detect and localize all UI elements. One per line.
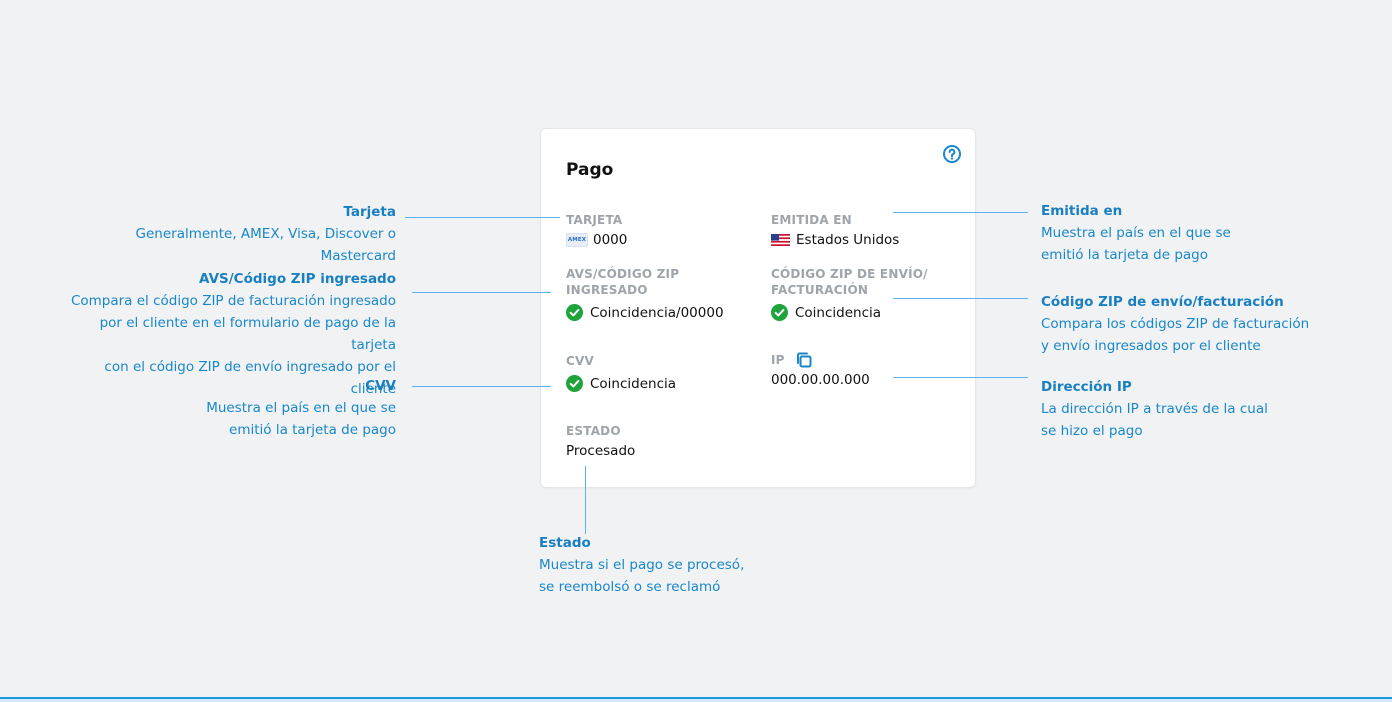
us-flag-icon bbox=[771, 234, 790, 246]
field-zip: CÓDIGO ZIP DE ENVÍO/ FACTURACIÓN Coincid… bbox=[771, 266, 951, 321]
annotation-desc: emitió la tarjeta de pago bbox=[229, 422, 396, 438]
annotation-tarjeta: Tarjeta Generalmente, AMEX, Visa, Discov… bbox=[56, 201, 396, 267]
field-label-zip: CÓDIGO ZIP DE ENVÍO/ FACTURACIÓN bbox=[771, 267, 928, 297]
annotation-desc: Generalmente, AMEX, Visa, Discover o Mas… bbox=[135, 226, 396, 264]
card-title: Pago bbox=[566, 160, 614, 180]
field-estado: ESTADO Procesado bbox=[566, 423, 746, 459]
annotation-title: Estado bbox=[539, 535, 591, 551]
field-value-ip: 000.00.00.000 bbox=[771, 372, 870, 388]
annotation-ip: Dirección IP La dirección IP a través de… bbox=[1041, 376, 1371, 442]
help-circle-icon[interactable] bbox=[942, 144, 962, 164]
field-ip: IP 000.00.00.000 bbox=[771, 351, 951, 388]
field-label-cvv: CVV bbox=[566, 354, 594, 368]
annotation-desc: se hizo el pago bbox=[1041, 423, 1143, 439]
annotation-desc: Muestra el país en el que se bbox=[1041, 225, 1231, 241]
annotation-desc: Muestra el país en el que se bbox=[206, 400, 396, 416]
connector-zip bbox=[893, 298, 1028, 299]
field-value-emitida: Estados Unidos bbox=[796, 232, 900, 248]
annotation-title: CVV bbox=[365, 378, 396, 394]
annotation-desc: y envío ingresados por el cliente bbox=[1041, 338, 1261, 354]
field-label-avs: AVS/CÓDIGO ZIP INGRESADO bbox=[566, 267, 680, 297]
annotation-desc: Compara el código ZIP de facturación ing… bbox=[70, 293, 396, 309]
annotation-desc: se reembolsó o se reclamó bbox=[539, 579, 721, 595]
copy-icon[interactable] bbox=[795, 351, 813, 369]
annotation-zip: Código ZIP de envío/facturación Compara … bbox=[1041, 291, 1386, 357]
connector-estado bbox=[585, 466, 586, 534]
field-value-tarjeta: 0000 bbox=[593, 232, 628, 248]
annotation-title: Emitida en bbox=[1041, 203, 1123, 219]
amex-card-icon: AMEX bbox=[566, 233, 588, 247]
field-cvv: CVV Coincidencia bbox=[566, 353, 746, 392]
field-avs: AVS/CÓDIGO ZIP INGRESADO Coincidencia/00… bbox=[566, 266, 746, 321]
annotation-desc: emitió la tarjeta de pago bbox=[1041, 247, 1208, 263]
field-value-avs: Coincidencia/00000 bbox=[590, 304, 724, 321]
annotation-cvv: CVV Muestra el país en el que se emitió … bbox=[56, 375, 396, 441]
annotation-title: Dirección IP bbox=[1041, 379, 1132, 395]
payment-card: Pago TARJETA AMEX 0000 EMITIDA EN Estado… bbox=[540, 128, 976, 488]
annotation-avs: AVS/Código ZIP ingresado Compara el códi… bbox=[56, 268, 396, 400]
connector-ip bbox=[893, 377, 1028, 378]
connector-tarjeta bbox=[405, 217, 560, 218]
check-circle-icon bbox=[771, 304, 788, 321]
field-label-ip: IP bbox=[771, 353, 785, 367]
field-label-estado: ESTADO bbox=[566, 424, 621, 438]
field-value-zip: Coincidencia bbox=[795, 304, 882, 321]
annotation-desc: Muestra si el pago se procesó, bbox=[539, 557, 745, 573]
check-circle-icon bbox=[566, 375, 583, 392]
annotation-title: Tarjeta bbox=[343, 204, 396, 220]
annotation-title: Código ZIP de envío/facturación bbox=[1041, 294, 1284, 310]
field-label-tarjeta: TARJETA bbox=[566, 213, 623, 227]
check-circle-icon bbox=[566, 304, 583, 321]
annotation-title: AVS/Código ZIP ingresado bbox=[199, 271, 396, 287]
field-emitida: EMITIDA EN Estados Unidos bbox=[771, 212, 951, 248]
annotation-emitida: Emitida en Muestra el país en el que se … bbox=[1041, 200, 1371, 266]
annotation-desc: con el código ZIP de envío ingresado por… bbox=[104, 359, 396, 397]
annotation-estado: Estado Muestra si el pago se procesó, se… bbox=[539, 532, 839, 598]
field-tarjeta: TARJETA AMEX 0000 bbox=[566, 212, 746, 248]
annotation-desc: Compara los códigos ZIP de facturación bbox=[1041, 316, 1310, 332]
connector-cvv bbox=[412, 386, 551, 387]
field-label-emitida: EMITIDA EN bbox=[771, 213, 852, 227]
field-value-estado: Procesado bbox=[566, 443, 636, 459]
bottom-accent-bar bbox=[0, 697, 1392, 702]
field-value-cvv: Coincidencia bbox=[590, 375, 677, 392]
connector-emitida bbox=[893, 212, 1028, 213]
annotation-desc: La dirección IP a través de la cual bbox=[1041, 401, 1268, 417]
connector-avs bbox=[412, 292, 551, 293]
annotation-desc: por el cliente en el formulario de pago … bbox=[99, 315, 396, 353]
